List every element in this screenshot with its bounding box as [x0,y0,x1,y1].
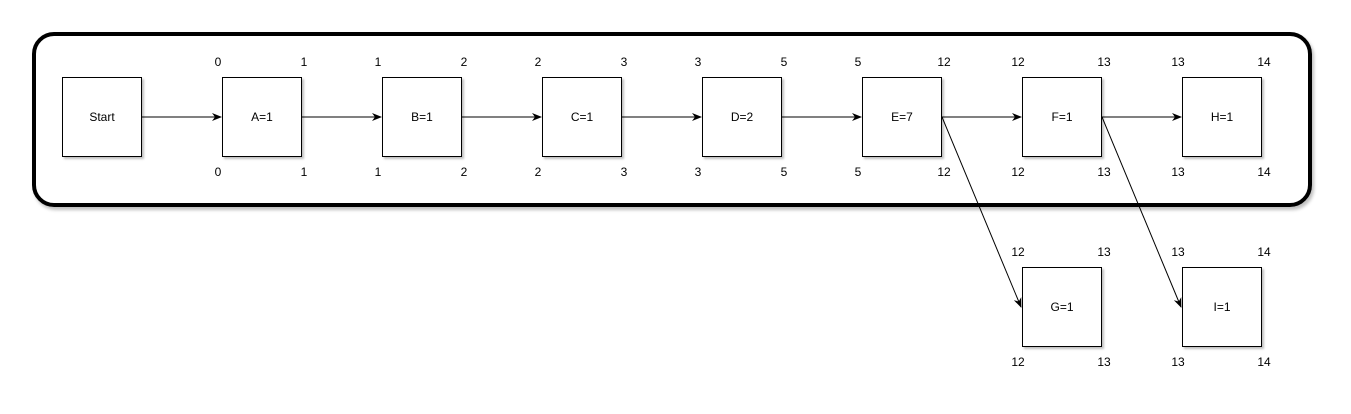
late-start-g: 12 [1011,355,1025,369]
early-finish-h: 14 [1257,55,1271,69]
late-finish-i: 14 [1257,355,1271,369]
node-label: A=1 [251,110,273,124]
early-start-i: 13 [1171,245,1185,259]
late-finish-a: 1 [300,165,308,179]
early-finish-f: 13 [1097,55,1111,69]
node-e[interactable]: E=7 [862,77,942,157]
node-label: B=1 [411,110,433,124]
early-finish-d: 5 [780,55,788,69]
node-label: H=1 [1210,110,1234,124]
node-b[interactable]: B=1 [382,77,462,157]
early-start-c: 2 [534,55,542,69]
late-start-f: 12 [1011,165,1025,179]
node-label: D=2 [730,110,754,124]
early-start-a: 0 [214,55,222,69]
node-a[interactable]: A=1 [222,77,302,157]
node-label: G=1 [1050,300,1074,314]
node-label: F=1 [1051,110,1073,124]
late-finish-b: 2 [460,165,468,179]
node-start[interactable]: Start [62,77,142,157]
node-label: E=7 [891,110,913,124]
node-g[interactable]: G=1 [1022,267,1102,347]
late-start-h: 13 [1171,165,1185,179]
late-start-e: 5 [854,165,862,179]
node-label: C=1 [570,110,594,124]
node-c[interactable]: C=1 [542,77,622,157]
early-start-b: 1 [374,55,382,69]
late-start-b: 1 [374,165,382,179]
late-finish-f: 13 [1097,165,1111,179]
early-start-f: 12 [1011,55,1025,69]
early-finish-e: 12 [937,55,951,69]
node-f[interactable]: F=1 [1022,77,1102,157]
early-finish-a: 1 [300,55,308,69]
node-label: I=1 [1213,300,1231,314]
node-label: Start [89,110,115,124]
early-start-h: 13 [1171,55,1185,69]
late-start-i: 13 [1171,355,1185,369]
early-start-e: 5 [854,55,862,69]
early-start-d: 3 [694,55,702,69]
early-finish-b: 2 [460,55,468,69]
late-finish-g: 13 [1097,355,1111,369]
early-finish-i: 14 [1257,245,1271,259]
late-finish-e: 12 [937,165,951,179]
node-h[interactable]: H=1 [1182,77,1262,157]
early-start-g: 12 [1011,245,1025,259]
late-finish-d: 5 [780,165,788,179]
node-d[interactable]: D=2 [702,77,782,157]
critical-path-frame [32,32,1312,207]
edge-f-i [1101,116,1182,308]
late-start-c: 2 [534,165,542,179]
node-i[interactable]: I=1 [1182,267,1262,347]
late-start-d: 3 [694,165,702,179]
late-finish-c: 3 [620,165,628,179]
edge-e-g [941,116,1022,308]
early-finish-g: 13 [1097,245,1111,259]
late-finish-h: 14 [1257,165,1271,179]
early-finish-c: 3 [620,55,628,69]
late-start-a: 0 [214,165,222,179]
